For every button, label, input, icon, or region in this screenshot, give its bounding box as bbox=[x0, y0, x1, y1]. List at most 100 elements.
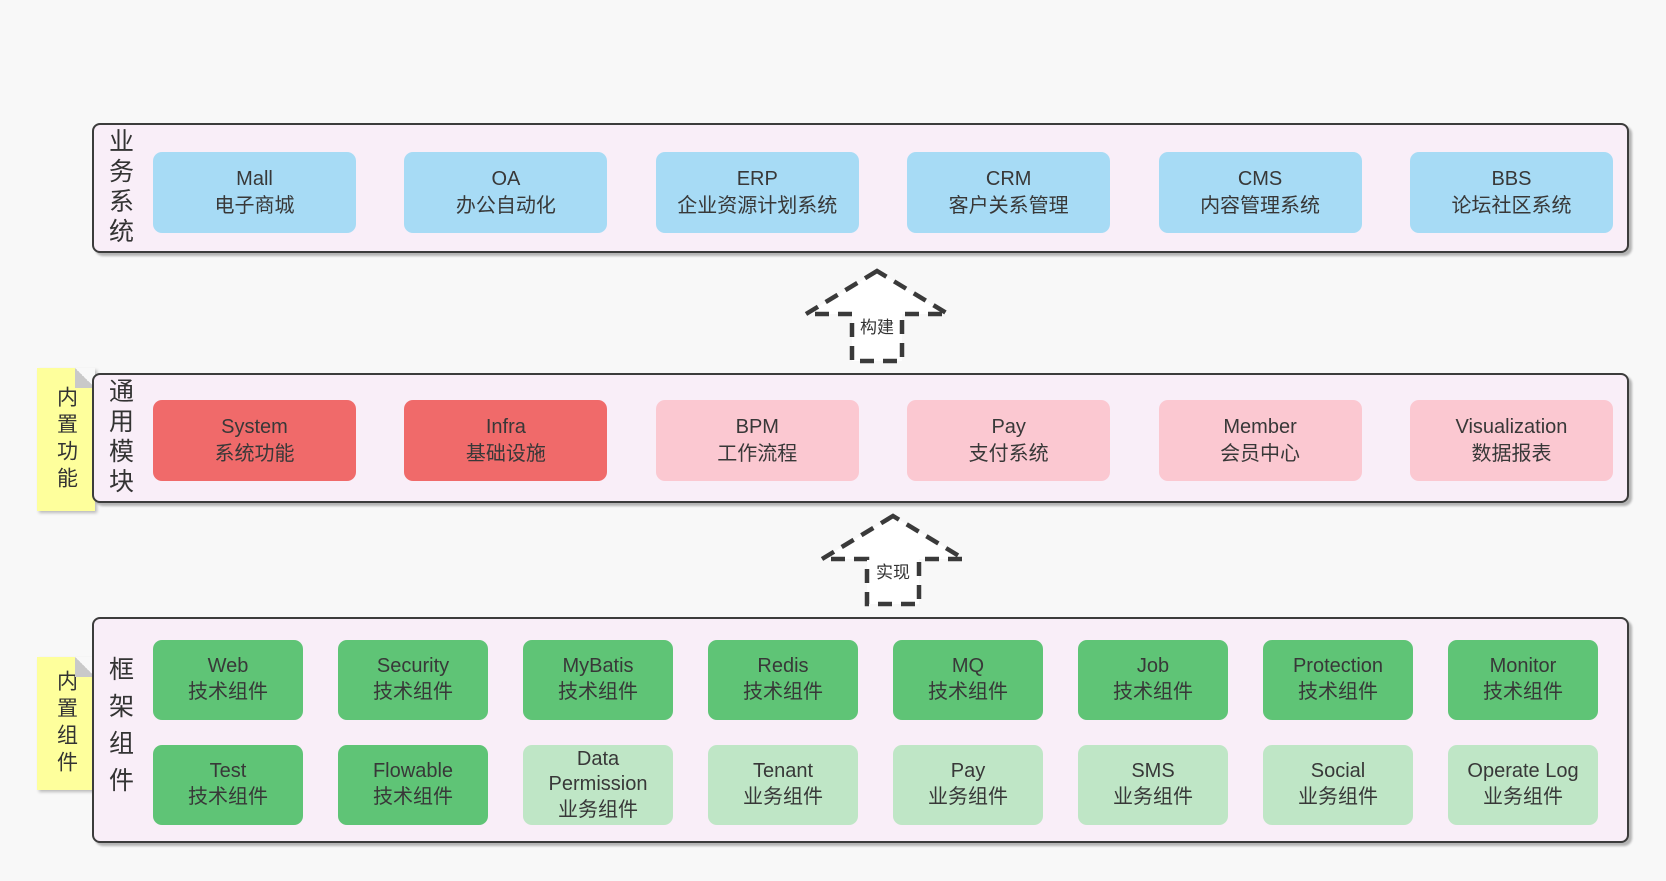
module-box: Test 技术组件 bbox=[153, 745, 303, 825]
panel-common-modules-title: 通用模块 bbox=[105, 378, 134, 498]
module-name: CMS bbox=[1237, 168, 1283, 191]
sticky-built-in-features: 内置功能 bbox=[37, 368, 95, 511]
module-desc: 电子商城 bbox=[214, 194, 295, 217]
module-box: Tenant 业务组件 bbox=[708, 745, 858, 825]
sticky-built-in-components-label: 内置组件 bbox=[54, 669, 78, 778]
module-name: System bbox=[221, 416, 288, 439]
module-desc: 论坛社区系统 bbox=[1451, 194, 1572, 217]
panel-common-modules: 通用模块 System 系统功能 Infra 基础设施 BPM 工作流程 Pay… bbox=[92, 373, 1629, 503]
module-box: CMS 内容管理系统 bbox=[1158, 152, 1362, 233]
module-desc: 业务组件 bbox=[1483, 786, 1563, 808]
module-desc: 系统功能 bbox=[214, 442, 295, 465]
module-name: Redis bbox=[757, 655, 809, 678]
up-arrow-shape bbox=[813, 513, 973, 607]
sticky-built-in-components: 内置组件 bbox=[37, 657, 95, 790]
module-desc: 业务组件 bbox=[743, 786, 823, 808]
panel-framework-components: 框架组件 Web 技术组件 Security 技术组件 MyBatis 技术组件… bbox=[92, 617, 1629, 843]
module-box: Pay 业务组件 bbox=[893, 745, 1043, 825]
module-desc: 技术组件 bbox=[558, 681, 638, 703]
module-name: MyBatis bbox=[562, 655, 634, 678]
module-name: SMS bbox=[1131, 760, 1175, 783]
module-desc: 支付系统 bbox=[968, 442, 1049, 465]
module-name: OA bbox=[491, 168, 521, 191]
module-desc: 技术组件 bbox=[1113, 681, 1193, 703]
framework-components-row-1: Web 技术组件 Security 技术组件 MyBatis 技术组件 Redi… bbox=[153, 640, 1598, 720]
module-box: MyBatis 技术组件 bbox=[523, 640, 673, 720]
module-name: Monitor bbox=[1489, 655, 1557, 678]
module-desc: 业务组件 bbox=[558, 798, 638, 821]
module-box: Data Permission 业务组件 bbox=[523, 745, 673, 825]
module-desc: 办公自动化 bbox=[455, 194, 556, 217]
module-name: Flowable bbox=[372, 760, 454, 783]
module-box: Job 技术组件 bbox=[1078, 640, 1228, 720]
module-box: MQ 技术组件 bbox=[893, 640, 1043, 720]
module-box: Operate Log 业务组件 bbox=[1448, 745, 1598, 825]
module-desc: 会员中心 bbox=[1220, 442, 1301, 465]
module-box: ERP 企业资源计划系统 bbox=[655, 152, 859, 233]
module-name: Web bbox=[207, 655, 249, 678]
module-box: BPM 工作流程 bbox=[655, 400, 859, 481]
module-name: Pay bbox=[950, 760, 986, 783]
module-name: Security bbox=[376, 655, 450, 678]
module-name: Visualization bbox=[1455, 416, 1568, 439]
module-name: Protection bbox=[1292, 655, 1384, 678]
module-name: Data Permission bbox=[548, 747, 648, 796]
module-box: Visualization 数据报表 bbox=[1409, 400, 1613, 481]
module-name: Member bbox=[1223, 416, 1297, 439]
module-desc: 技术组件 bbox=[743, 681, 823, 703]
module-box: Mall 电子商城 bbox=[153, 152, 356, 233]
module-name: Operate Log bbox=[1467, 760, 1579, 783]
module-name: Infra bbox=[485, 416, 526, 439]
module-desc: 技术组件 bbox=[1298, 681, 1378, 703]
module-desc: 业务组件 bbox=[1113, 786, 1193, 808]
module-box: CRM 客户关系管理 bbox=[907, 152, 1111, 233]
module-desc: 技术组件 bbox=[373, 786, 453, 808]
module-name: BBS bbox=[1491, 168, 1532, 191]
panel-business-systems-title: 业务系统 bbox=[105, 128, 134, 248]
module-name: Test bbox=[209, 760, 247, 783]
module-box: Infra 基础设施 bbox=[404, 400, 608, 481]
module-name: Pay bbox=[991, 416, 1026, 439]
module-desc: 客户关系管理 bbox=[948, 194, 1069, 217]
implement-arrow-label: 实现 bbox=[876, 563, 910, 582]
module-desc: 技术组件 bbox=[188, 681, 268, 703]
module-name: BPM bbox=[735, 416, 779, 439]
sticky-built-in-features-label: 内置功能 bbox=[54, 385, 78, 494]
module-desc: 内容管理系统 bbox=[1200, 194, 1321, 217]
module-desc: 数据报表 bbox=[1471, 442, 1552, 465]
module-box: Redis 技术组件 bbox=[708, 640, 858, 720]
module-box: Pay 支付系统 bbox=[907, 400, 1111, 481]
module-box: Security 技术组件 bbox=[338, 640, 488, 720]
module-desc: 业务组件 bbox=[1298, 786, 1378, 808]
module-box: Monitor 技术组件 bbox=[1448, 640, 1598, 720]
module-name: CRM bbox=[985, 168, 1032, 191]
panel-business-systems: 业务系统 Mall 电子商城 OA 办公自动化 ERP 企业资源计划系统 CRM… bbox=[92, 123, 1629, 253]
module-desc: 技术组件 bbox=[1483, 681, 1563, 703]
module-box: SMS 业务组件 bbox=[1078, 745, 1228, 825]
module-desc: 企业资源计划系统 bbox=[677, 194, 838, 217]
panel-framework-components-title: 框架组件 bbox=[105, 656, 134, 804]
module-name: Mall bbox=[236, 168, 273, 191]
module-name: ERP bbox=[736, 168, 778, 191]
up-arrow-shape bbox=[797, 268, 957, 364]
module-box: BBS 论坛社区系统 bbox=[1409, 152, 1613, 233]
module-name: Job bbox=[1136, 655, 1170, 678]
module-desc: 业务组件 bbox=[928, 786, 1008, 808]
module-desc: 基础设施 bbox=[465, 442, 546, 465]
module-box: OA 办公自动化 bbox=[404, 152, 608, 233]
implement-arrow: 实现 bbox=[813, 513, 973, 607]
module-desc: 技术组件 bbox=[373, 681, 453, 703]
module-name: MQ bbox=[951, 655, 985, 678]
module-desc: 技术组件 bbox=[928, 681, 1008, 703]
framework-components-row-2: Test 技术组件 Flowable 技术组件 Data Permission … bbox=[153, 745, 1598, 825]
module-desc: 技术组件 bbox=[188, 786, 268, 808]
business-systems-box-row: Mall 电子商城 OA 办公自动化 ERP 企业资源计划系统 CRM 客户关系… bbox=[153, 152, 1613, 233]
module-desc: 工作流程 bbox=[717, 442, 798, 465]
module-box: Flowable 技术组件 bbox=[338, 745, 488, 825]
module-box: Member 会员中心 bbox=[1158, 400, 1362, 481]
build-arrow: 构建 bbox=[797, 268, 957, 364]
module-name: Tenant bbox=[752, 760, 814, 783]
module-box: System 系统功能 bbox=[153, 400, 356, 481]
module-name: Social bbox=[1310, 760, 1366, 783]
